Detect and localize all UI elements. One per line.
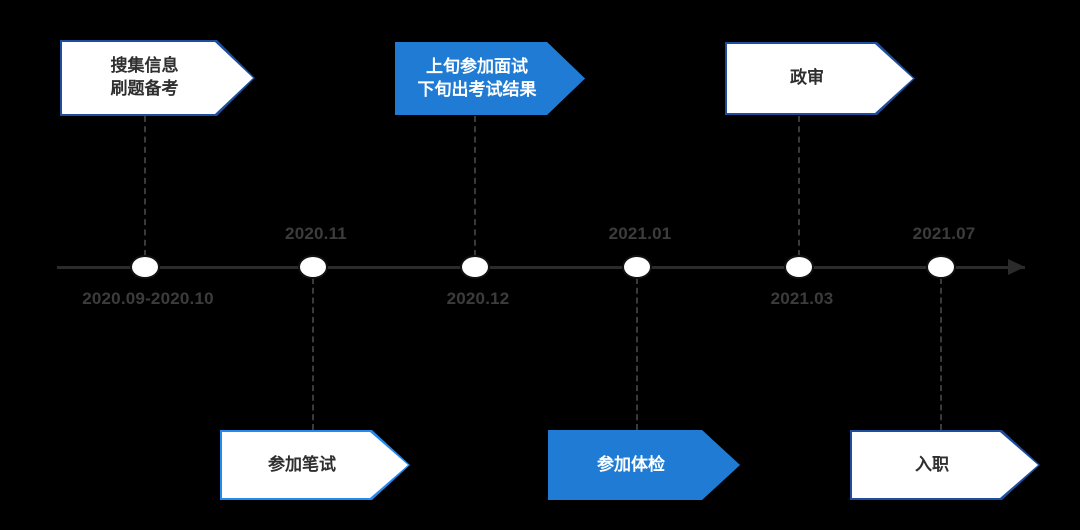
stage-medical-exam-label: 参加体检	[597, 454, 665, 474]
connector-stage-medical-exam	[636, 278, 638, 430]
date-label-m4: 2021.01	[608, 224, 672, 243]
connector-stage-political-review	[798, 116, 800, 256]
date-label-m6: 2021.07	[912, 224, 976, 243]
stage-onboarding-label: 入职	[915, 454, 949, 474]
milestone-dot-m3[interactable]	[460, 255, 490, 279]
milestone-dot-m6[interactable]	[926, 255, 956, 279]
milestone-dot-m1[interactable]	[130, 255, 160, 279]
connector-stage-interview	[474, 116, 476, 256]
connector-stage-gather-info	[144, 116, 146, 256]
connector-stage-written-exam	[312, 278, 314, 430]
stage-interview-label: 上旬参加面试 下旬出考试结果	[417, 56, 537, 99]
date-label-m1: 2020.09-2020.10	[82, 289, 214, 308]
stage-political-review[interactable]: 政审	[725, 42, 915, 115]
stage-interview[interactable]: 上旬参加面试 下旬出考试结果	[395, 42, 585, 115]
milestone-dot-m4[interactable]	[622, 255, 652, 279]
timeline-arrow-icon	[1008, 259, 1025, 275]
stage-interview-body: 上旬参加面试 下旬出考试结果	[395, 42, 585, 115]
stage-medical-exam[interactable]: 参加体检	[548, 430, 740, 500]
date-label-m5: 2021.03	[770, 289, 834, 308]
milestone-dot-m2[interactable]	[298, 255, 328, 279]
stage-political-review-label: 政审	[790, 68, 824, 88]
stage-written-exam[interactable]: 参加笔试	[220, 430, 410, 500]
stage-gather-info-body: 搜集信息 刷题备考	[62, 42, 253, 114]
timeline-axis-line	[57, 266, 1025, 269]
date-label-m2: 2020.11	[285, 224, 347, 243]
stage-written-exam-body: 参加笔试	[222, 432, 408, 498]
stage-onboarding[interactable]: 入职	[850, 430, 1040, 500]
connector-stage-onboarding	[940, 278, 942, 430]
stage-gather-info-label: 搜集信息 刷题备考	[110, 56, 179, 98]
date-label-m3: 2020.12	[446, 289, 510, 308]
stage-political-review-body: 政审	[727, 44, 913, 113]
milestone-dot-m5[interactable]	[784, 255, 814, 279]
stage-medical-exam-body: 参加体检	[548, 430, 740, 500]
stage-written-exam-label: 参加笔试	[268, 454, 336, 474]
stage-gather-info[interactable]: 搜集信息 刷题备考	[60, 40, 255, 116]
stage-onboarding-body: 入职	[852, 432, 1038, 498]
